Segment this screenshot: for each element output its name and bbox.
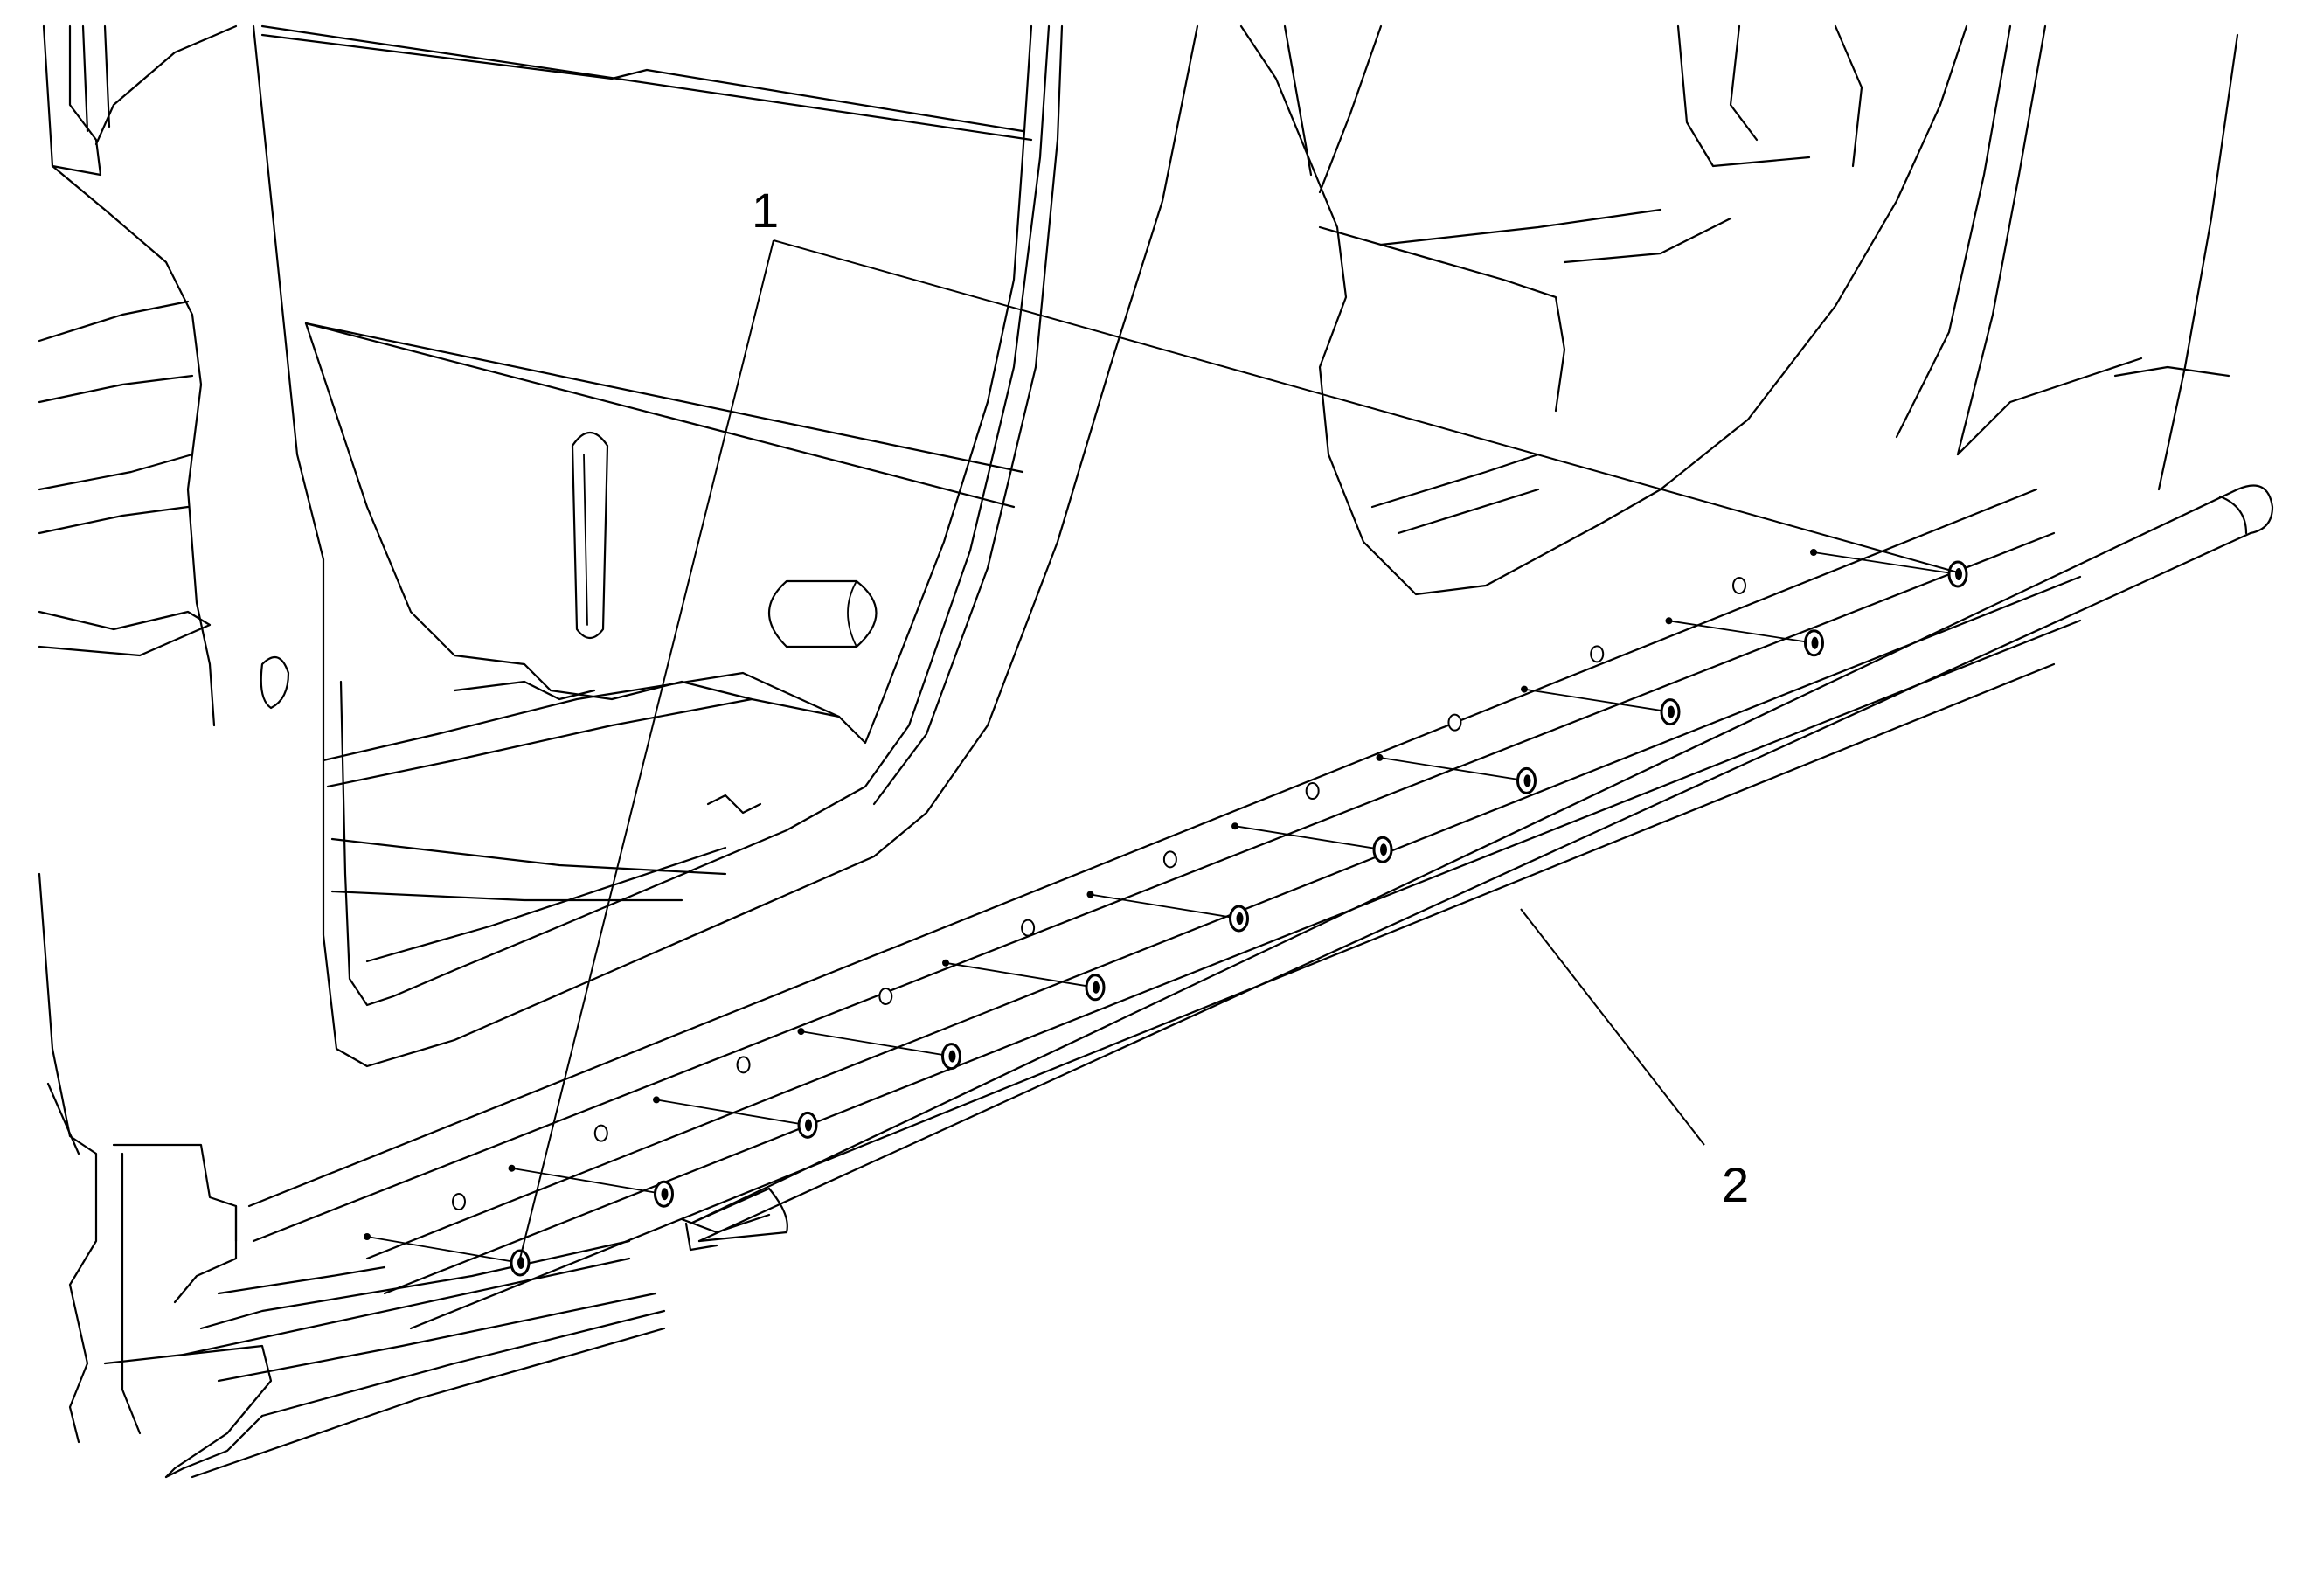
retainer-clip-core [1811,636,1819,649]
retainer-clip-core [517,1257,524,1269]
clip-pin-tip [1231,822,1238,830]
mounting-hole [1590,645,1605,663]
retainer-clip-core [1523,774,1531,787]
retainer-clip-core [1955,568,1962,580]
mounting-hole [1021,919,1036,937]
clip-pin-tip [1810,549,1817,556]
rocker-molding [680,484,2274,1252]
rear-door-opening [1239,24,2239,596]
clip-pin-line [366,1236,521,1264]
clip-pin-tip [942,959,949,967]
clip-pin-tip [1521,685,1528,693]
mounting-hole [452,1193,466,1210]
mounting-hole [1305,782,1320,800]
mounting-hole [1732,577,1746,594]
callout-2: 2 [1520,908,1749,1212]
retainer-clip-core [948,1050,956,1063]
retainer-clip-core [1380,843,1387,856]
clip-pin-line [1234,825,1384,851]
retainer-clip-core [1668,705,1675,718]
clip-pin-tip [1665,617,1673,625]
callout-2-label: 2 [1722,1157,1749,1212]
retainer-clip-core [661,1188,669,1201]
retainer-clips [364,549,1968,1277]
retainer-clip-core [1093,981,1100,994]
callout-1-leader-a [519,239,774,1259]
clip-pin-tip [508,1164,516,1172]
mounting-hole [736,1056,751,1074]
front-door-opening [252,24,1199,1068]
callout-1-leader-b [773,239,1959,573]
rocker-panel [182,365,2230,1479]
clip-pin-line [1089,893,1240,919]
mounting-hole [878,988,893,1005]
clip-pin-tip [797,1028,805,1036]
clip-pin-line [1523,688,1671,713]
clip-pin-line [945,961,1096,988]
clip-pin-tip [364,1233,371,1240]
clip-pin-line [800,1030,953,1057]
mounting-hole [1162,850,1177,869]
clip-pin-tip [653,1096,660,1104]
clip-pin-tip [1086,891,1094,898]
callout-1-label: 1 [752,183,779,238]
clip-pin-tip [1376,753,1384,761]
callout-2-leader [1520,908,1705,1146]
retainer-clip-core [805,1119,812,1132]
clip-pin-line [1378,757,1528,782]
callout-1: 1 [519,183,1959,1259]
clip-pin-line [656,1099,808,1127]
retainer-clip-core [1236,912,1244,925]
clip-pin-line [510,1167,665,1196]
clip-pin-line [1813,551,1959,575]
front-body-section [38,24,273,1479]
mounting-hole [1447,713,1462,732]
clip-pin-line [1668,620,1815,644]
mounting-hole [593,1124,608,1142]
